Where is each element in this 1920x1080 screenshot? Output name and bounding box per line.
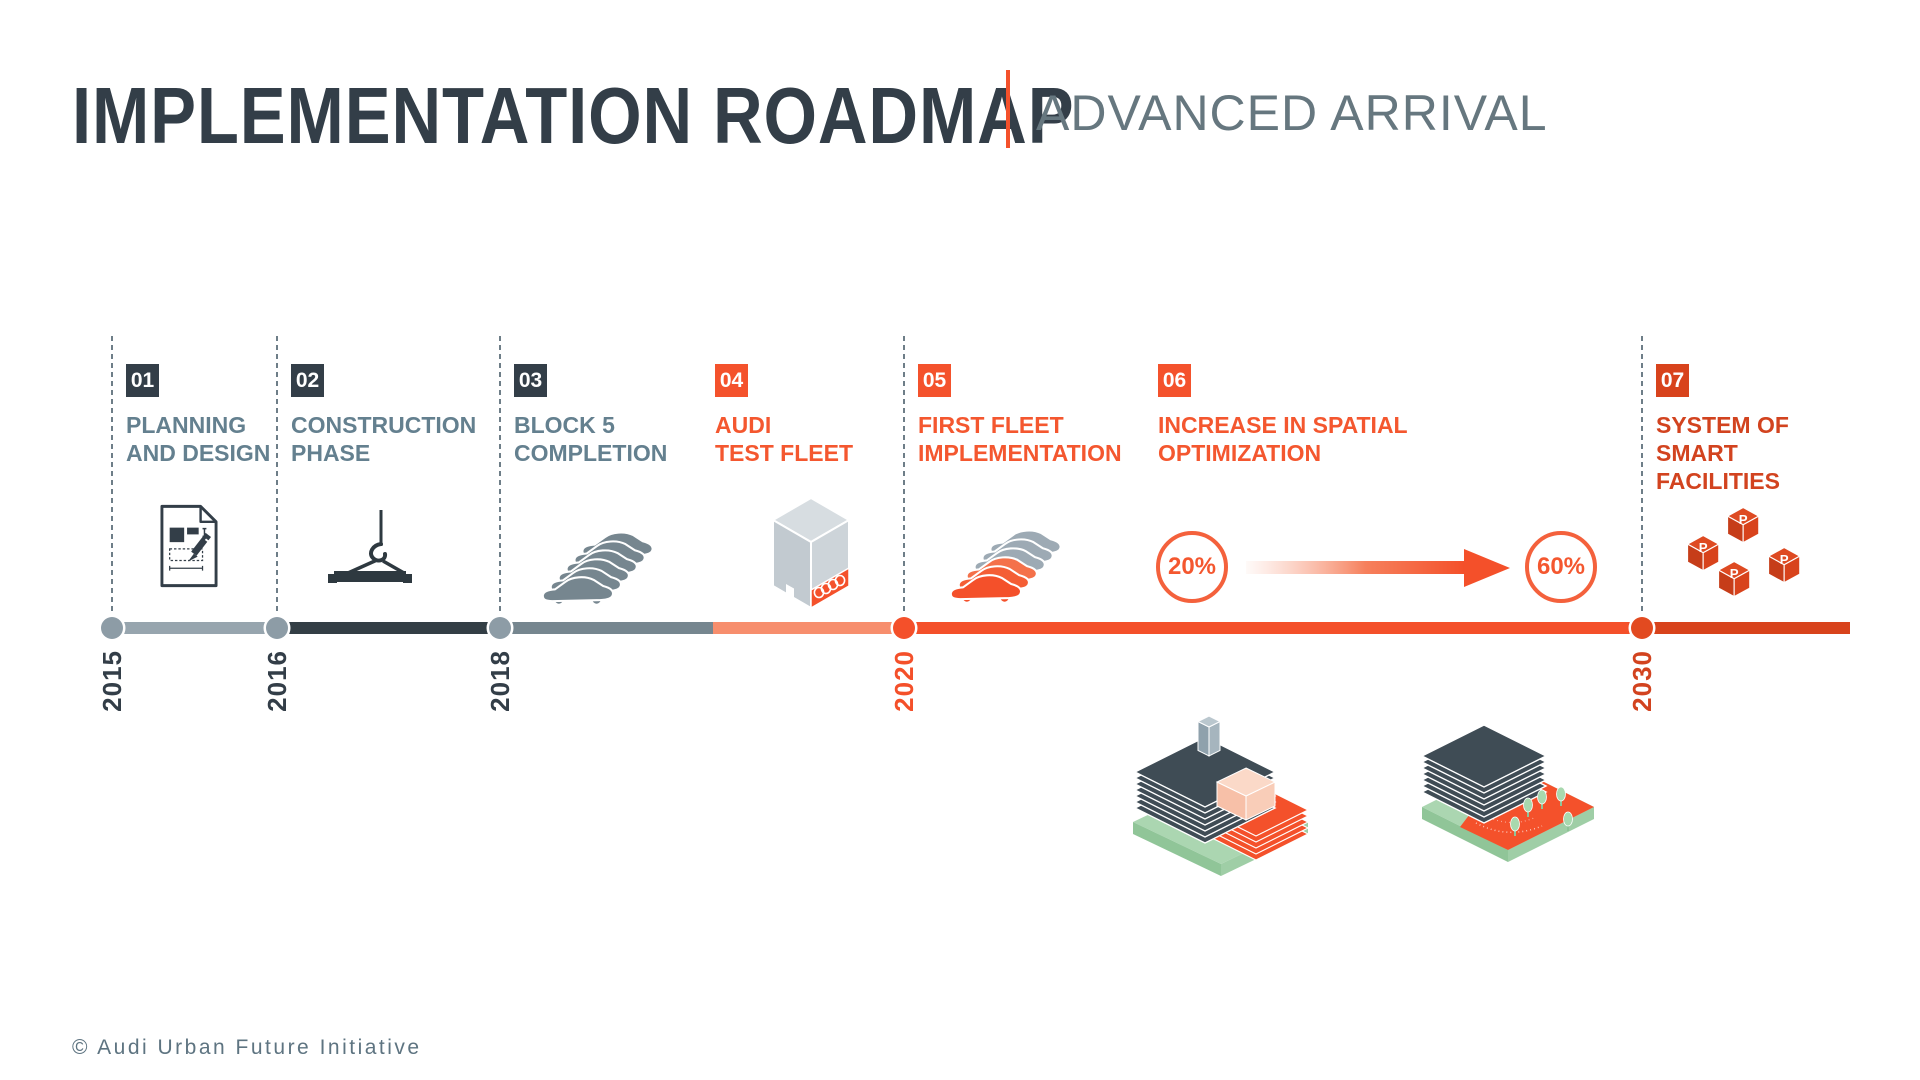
bar-segment-2020-2030 xyxy=(904,622,1642,634)
marker-line-2030 xyxy=(1641,336,1643,622)
milestone-01-number: 01 xyxy=(126,364,159,397)
milestone-04-number: 04 xyxy=(715,364,748,397)
copyright-text: © Audi Urban Future Initiative xyxy=(72,1036,422,1059)
blueprint-document-icon xyxy=(160,504,218,588)
bar-segment-2016-2018 xyxy=(277,622,500,634)
title-divider xyxy=(1006,70,1010,148)
milestone-02-line2: PHASE xyxy=(291,440,371,466)
marker-line-2018 xyxy=(499,336,501,622)
bar-segment-2015-2016 xyxy=(100,622,277,634)
milestone-04-line2: TEST FLEET xyxy=(715,440,853,466)
year-label-2018: 2018 xyxy=(485,650,515,712)
milestone-06-label: INCREASE IN SPATIAL OPTIMIZATION xyxy=(1158,411,1408,467)
milestone-07-number: 07 xyxy=(1656,364,1689,397)
optimization-from-value: 20% xyxy=(1167,553,1217,580)
milestone-04: 04 AUDI TEST FLEET xyxy=(715,364,853,467)
page-title: IMPLEMENTATION ROADMAP xyxy=(72,71,1075,160)
page-subtitle: ADVANCED ARRIVAL xyxy=(1036,85,1548,141)
milestone-03: 03 BLOCK 5 COMPLETION xyxy=(514,364,667,467)
crane-hook-icon xyxy=(328,510,412,583)
timeline-dot-2030 xyxy=(1631,617,1653,639)
milestone-06: 06 INCREASE IN SPATIAL OPTIMIZATION xyxy=(1158,364,1408,467)
milestone-07-line1: SYSTEM OF xyxy=(1656,412,1789,438)
milestone-07: 07 SYSTEM OF SMART FACILITIES xyxy=(1656,364,1789,495)
car-fleet-orange-icon xyxy=(949,530,1062,604)
marker-line-2020 xyxy=(903,336,905,622)
milestone-01-line1: PLANNING xyxy=(126,412,247,438)
milestone-07-line2: SMART xyxy=(1656,440,1738,466)
milestone-01: 01 PLANNING AND DESIGN xyxy=(126,364,270,467)
milestone-02-number: 02 xyxy=(291,364,324,397)
bar-segment-testfleet-2020 xyxy=(713,622,904,634)
trees-icon xyxy=(1510,786,1573,836)
bar-segment-after-2030 xyxy=(1642,622,1850,634)
milestone-03-line2: COMPLETION xyxy=(514,440,668,466)
milestone-01-line2: AND DESIGN xyxy=(126,440,271,466)
milestone-02: 02 CONSTRUCTION PHASE xyxy=(291,364,476,467)
car-fleet-gray-icon xyxy=(541,532,654,606)
timeline-dot-2016 xyxy=(266,617,288,639)
marker-line-2016 xyxy=(276,336,278,622)
optimization-to-value: 60% xyxy=(1536,553,1586,580)
milestone-03-number: 03 xyxy=(514,364,547,397)
milestone-02-line1: CONSTRUCTION xyxy=(291,412,477,438)
audi-rings-icon xyxy=(813,574,846,599)
year-label-2015: 2015 xyxy=(97,650,127,712)
milestone-06-line1: INCREASE IN SPATIAL xyxy=(1158,412,1408,438)
milestone-05: 05 FIRST FLEET IMPLEMENTATION xyxy=(918,364,1122,467)
milestone-06-number: 06 xyxy=(1158,364,1191,397)
milestone-07-line3: FACILITIES xyxy=(1656,468,1780,494)
year-label-2016: 2016 xyxy=(262,650,292,712)
bar-segment-2018-testfleet xyxy=(500,622,713,634)
marker-line-2015 xyxy=(111,336,113,622)
growth-arrow-icon xyxy=(1246,549,1510,587)
milestone-05-number: 05 xyxy=(918,364,951,397)
timeline-dot-2018 xyxy=(489,617,511,639)
year-label-2030: 2030 xyxy=(1627,650,1657,712)
milestone-01-label: PLANNING AND DESIGN xyxy=(126,411,270,467)
milestone-05-label: FIRST FLEET IMPLEMENTATION xyxy=(918,411,1122,467)
milestone-03-line1: BLOCK 5 xyxy=(514,412,615,438)
green-space-block-isometric xyxy=(1420,724,1594,862)
optimization-to-badge: 60% xyxy=(1525,531,1597,603)
milestone-04-label: AUDI TEST FLEET xyxy=(715,411,853,467)
milestone-06-line2: OPTIMIZATION xyxy=(1158,440,1322,466)
milestone-04-line1: AUDI xyxy=(715,412,772,438)
audi-building-icon xyxy=(771,496,851,610)
smart-building-block-isometric xyxy=(1133,715,1310,876)
milestone-07-label: SYSTEM OF SMART FACILITIES xyxy=(1656,411,1789,495)
optimization-from-badge: 20% xyxy=(1156,531,1228,603)
milestone-03-label: BLOCK 5 COMPLETION xyxy=(514,411,667,467)
milestone-05-line1: FIRST FLEET xyxy=(918,412,1064,438)
milestone-05-line2: IMPLEMENTATION xyxy=(918,440,1122,466)
year-label-2020: 2020 xyxy=(889,650,919,712)
timeline-dot-2020 xyxy=(893,617,915,639)
parking-cubes-icon xyxy=(1687,507,1801,598)
timeline-dot-2015 xyxy=(101,617,123,639)
milestone-02-label: CONSTRUCTION PHASE xyxy=(291,411,476,467)
